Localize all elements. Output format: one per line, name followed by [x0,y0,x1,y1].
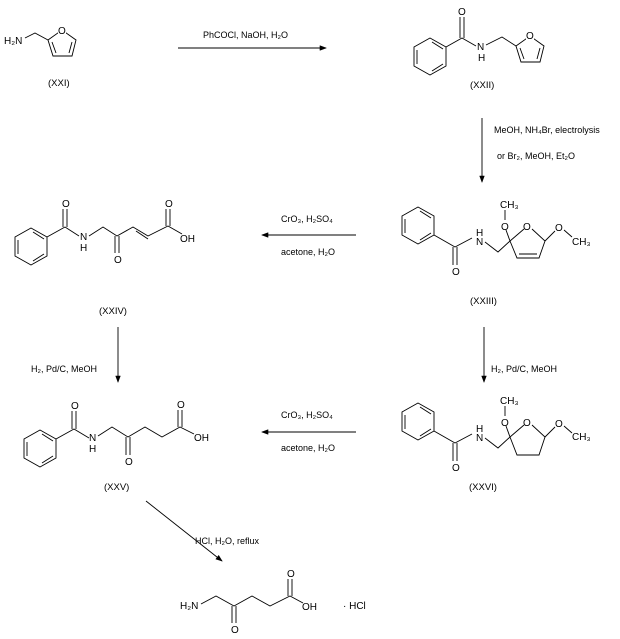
atom-o: O [501,418,509,429]
atom-n: N [89,433,96,444]
atom-o: O [452,463,460,474]
atom-o: O [231,625,239,636]
hydroxyl: OH [194,433,209,444]
compound-xxiii: O H N O CH₃ O O CH₃ (XXIII) [401,200,591,307]
methyl: CH₃ [500,200,519,211]
methyl: CH₃ [572,237,591,248]
atom-o: O [177,400,185,411]
atom-h: H [478,53,485,64]
compound-xxi: H₂N O (XXI) [4,26,77,89]
atom-n: N [80,232,87,243]
atom-o: O [555,419,563,430]
atom-o: O [71,401,79,412]
atom-o: O [125,457,133,468]
atom-o: O [114,255,122,266]
compound-label-xxvi: (XXVI) [469,482,497,493]
arrow-step7 [145,500,223,562]
compound-xxii: O N H O (XXII) [413,7,545,91]
hydroxyl: OH [180,234,195,245]
amine-label: H₂N [4,36,22,47]
atom-h: H [89,444,96,455]
amine-label: H₂N [180,601,198,612]
atom-h: H [476,228,483,239]
atom-o: O [501,222,509,233]
compound-label-xxiii: (XXIII) [470,296,497,307]
reagent-step5: H₂, Pd/C, MeOH [491,364,557,374]
compound-label-xxi: (XXI) [48,78,70,89]
atom-o: O [526,31,534,42]
atom-o: O [287,569,295,580]
atom-o: O [58,26,66,37]
compound-label-xxv: (XXV) [104,482,129,493]
compound-label-xxii: (XXII) [470,80,494,91]
reagent-step2-line2: or Br₂, MeOH, Et₂O [497,151,575,161]
atom-n: N [476,237,483,248]
compound-xxvi: O H N O CH₃ O O CH₃ (XXVI) [401,396,591,493]
atom-o: O [523,222,531,233]
reagent-step7: HCl, H₂O, reflux [195,536,260,546]
reagent-step3-line1: CrO₃, H₂SO₄ [281,214,333,224]
atom-h: H [80,243,87,254]
hcl-salt-label: · HCl [343,601,366,612]
atom-h: H [476,424,483,435]
atom-n: N [476,433,483,444]
reagent-step6-line2: acetone, H₂O [281,443,335,453]
reagent-step6-line1: CrO₃, H₂SO₄ [281,410,333,420]
compound-xxiv: O N H O O OH (XXIV) [14,199,195,317]
atom-o: O [165,199,173,210]
atom-o: O [458,7,466,18]
atom-o: O [452,267,460,278]
compound-xxv: O N H O O OH (XXV) [23,400,209,493]
atom-o: O [555,223,563,234]
methyl: CH₃ [500,396,519,407]
atom-o: O [62,199,70,210]
compound-final: H₂N O O OH · HCl [180,569,366,636]
benzene-ring [413,37,447,76]
reagent-step3-line2: acetone, H₂O [281,247,335,257]
atom-n: N [477,42,484,53]
reagent-step4: H₂, Pd/C, MeOH [31,364,97,374]
methyl: CH₃ [572,432,591,443]
atom-o: O [523,418,531,429]
reagent-step1: PhCOCl, NaOH, H₂O [203,30,288,40]
reagent-step2-line1: MeOH, NH₄Br, electrolysis [494,125,600,135]
compound-label-xxiv: (XXIV) [99,306,127,317]
hydroxyl: OH [302,602,317,613]
